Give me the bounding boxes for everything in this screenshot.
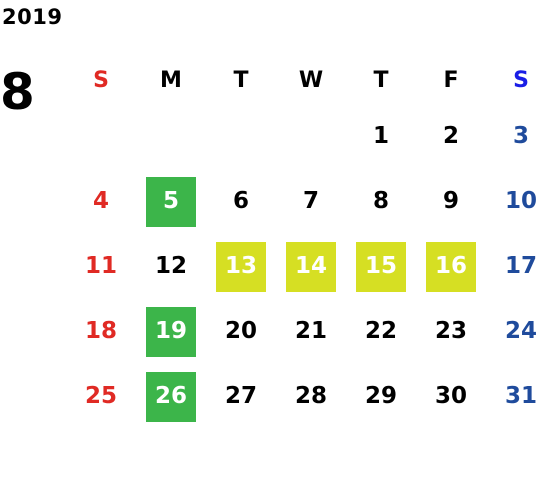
day-number — [76, 112, 126, 162]
day-cell: 17 — [486, 234, 548, 299]
day-number: 18 — [84, 318, 117, 344]
day-number — [286, 112, 336, 162]
day-cell-highlighted-yellow: 13 — [206, 234, 276, 299]
day-number: 15 — [356, 241, 406, 292]
day-cell: 2 — [416, 104, 486, 169]
day-number: 21 — [294, 318, 327, 344]
day-cell: 20 — [206, 299, 276, 364]
day-number: 7 — [302, 188, 319, 214]
day-cell: 8 — [346, 169, 416, 234]
day-cell: 6 — [206, 169, 276, 234]
day-cell-highlighted-yellow: 16 — [416, 234, 486, 299]
day-number: 6 — [232, 188, 249, 214]
day-number: 16 — [426, 241, 476, 292]
day-number: 25 — [84, 383, 117, 409]
weekday-header-friday: F — [443, 68, 459, 93]
day-cell-highlighted-yellow: 15 — [346, 234, 416, 299]
day-number: 10 — [504, 188, 537, 214]
day-number: 1 — [372, 123, 389, 149]
day-number: 19 — [146, 306, 196, 357]
day-number: 30 — [434, 383, 467, 409]
day-number: 5 — [146, 176, 196, 227]
day-cell: 28 — [276, 364, 346, 429]
weekday-header-saturday: S — [513, 68, 529, 93]
day-cell: 9 — [416, 169, 486, 234]
day-cell: 24 — [486, 299, 548, 364]
calendar-grid: S M T W T F S 1 2 3 4 5 6 7 8 9 10 11 12… — [66, 58, 548, 429]
month-number: 8 — [0, 63, 35, 121]
day-number: 17 — [504, 253, 537, 279]
year-label: 2019 — [2, 5, 63, 29]
day-cell: 31 — [486, 364, 548, 429]
day-cell: 30 — [416, 364, 486, 429]
day-cell: 12 — [136, 234, 206, 299]
day-cell: 29 — [346, 364, 416, 429]
day-number: 28 — [294, 383, 327, 409]
day-number: 14 — [286, 241, 336, 292]
day-cell-highlighted-green: 5 — [136, 169, 206, 234]
day-cell-highlighted-green: 26 — [136, 364, 206, 429]
day-number: 27 — [224, 383, 257, 409]
day-cell — [276, 104, 346, 169]
day-number: 2 — [442, 123, 459, 149]
day-number — [216, 112, 266, 162]
day-number — [146, 112, 196, 162]
day-cell: 4 — [66, 169, 136, 234]
day-cell: 23 — [416, 299, 486, 364]
day-number: 13 — [216, 241, 266, 292]
day-cell: 1 — [346, 104, 416, 169]
weekday-header-tuesday: T — [233, 68, 249, 93]
day-number: 4 — [92, 188, 109, 214]
day-cell: 7 — [276, 169, 346, 234]
day-number: 24 — [504, 318, 537, 344]
day-cell: 18 — [66, 299, 136, 364]
day-cell — [206, 104, 276, 169]
day-number: 9 — [442, 188, 459, 214]
day-number: 8 — [372, 188, 389, 214]
day-cell: 11 — [66, 234, 136, 299]
day-number: 3 — [512, 123, 529, 149]
day-number: 11 — [84, 253, 117, 279]
weekday-header-sunday: S — [93, 68, 109, 93]
day-cell: 27 — [206, 364, 276, 429]
weekday-header-thursday: T — [373, 68, 389, 93]
day-number: 26 — [146, 371, 196, 422]
day-cell: 21 — [276, 299, 346, 364]
day-number: 29 — [364, 383, 397, 409]
day-number: 31 — [504, 383, 537, 409]
day-number: 20 — [224, 318, 257, 344]
day-number: 12 — [154, 253, 187, 279]
day-number: 22 — [364, 318, 397, 344]
day-cell — [136, 104, 206, 169]
weekday-header-wednesday: W — [298, 68, 324, 93]
day-cell: 25 — [66, 364, 136, 429]
weekday-header-monday: M — [160, 68, 182, 93]
day-cell-highlighted-yellow: 14 — [276, 234, 346, 299]
day-cell — [66, 104, 136, 169]
day-number: 23 — [434, 318, 467, 344]
day-cell: 22 — [346, 299, 416, 364]
day-cell: 10 — [486, 169, 548, 234]
day-cell: 3 — [486, 104, 548, 169]
day-cell-highlighted-green: 19 — [136, 299, 206, 364]
